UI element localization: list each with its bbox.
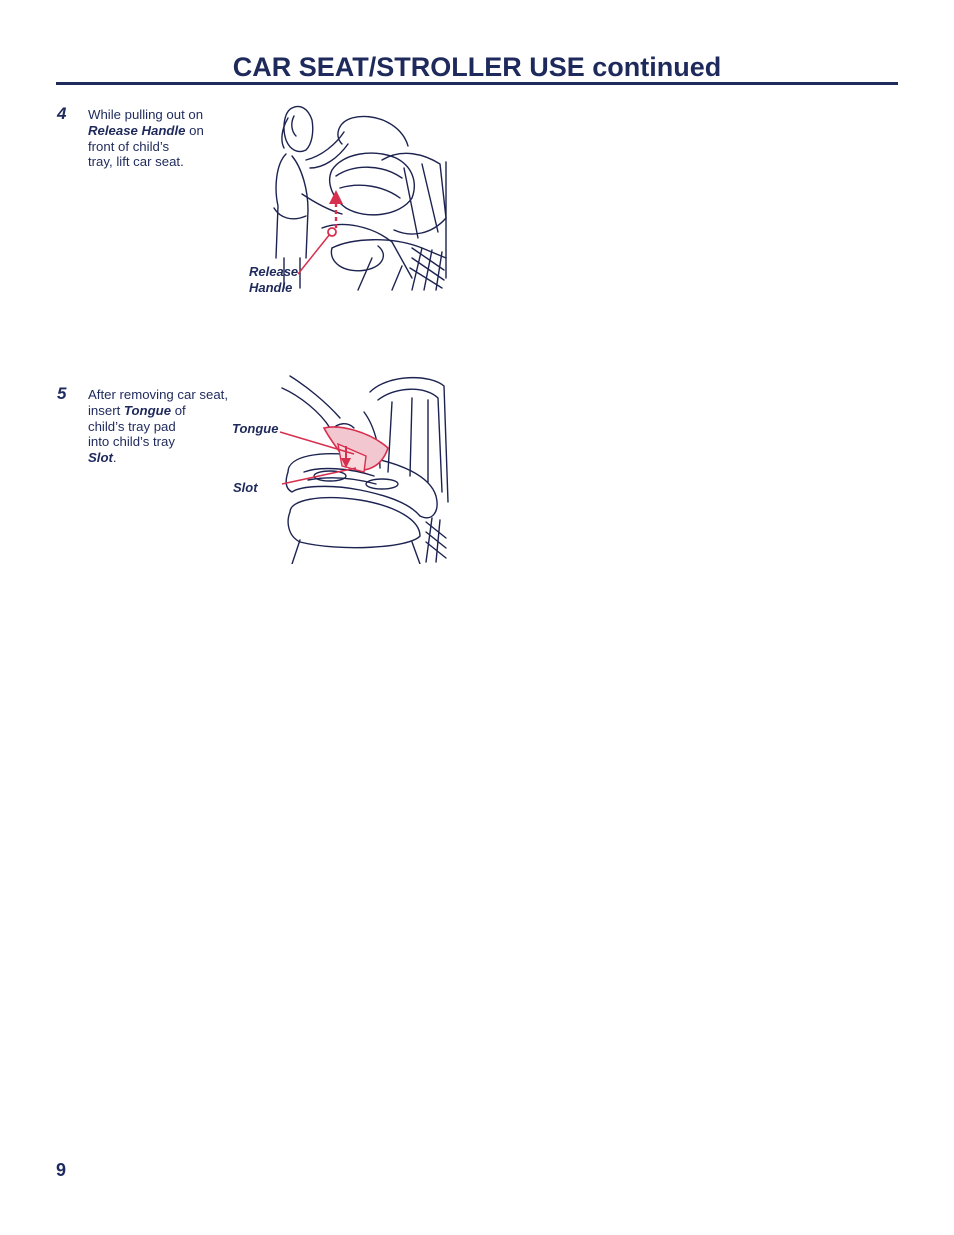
release-handle-callout-line-1: Release <box>249 264 299 279</box>
tongue-term: Tongue <box>123 402 172 418</box>
page-title: CAR SEAT/STROLLER USE continued <box>232 52 722 82</box>
slot-term: Slot <box>88 450 113 466</box>
step-5-line-1: After removing car seat, <box>88 387 228 402</box>
step-4-number: 4 <box>57 104 67 123</box>
tongue-callout: Tongue <box>232 421 279 436</box>
release-handle-callout-line-2: Handle <box>249 280 293 295</box>
release-handle-callout: Release Handle <box>249 264 298 296</box>
lift-car-seat-illustration <box>273 105 447 291</box>
insert-tongue-illustration <box>281 375 449 564</box>
step-5-line-5-post: . <box>112 450 117 466</box>
step-5-line-5: Slot. <box>88 450 248 466</box>
tongue-slot-leader-lines <box>279 431 357 485</box>
step-5-line-2: insert Tongue of <box>88 403 248 419</box>
release-handle-leader-line <box>297 233 331 275</box>
page-number: 9 <box>56 1160 67 1180</box>
step-5-line-3: child’s tray pad <box>88 418 176 434</box>
step-5-number: 5 <box>57 384 67 403</box>
step-5-line-2-pre: insert <box>88 402 124 418</box>
step-4-line-2-rest: on <box>185 122 204 138</box>
step-5-text: After removing car seat, insert Tongue o… <box>88 387 248 466</box>
step-4-text: While pulling out on Release Handle on f… <box>88 107 238 170</box>
release-handle-term: Release Handle <box>88 122 186 138</box>
title-rule <box>56 82 898 85</box>
step-4-line-2: Release Handle on <box>88 123 238 139</box>
step-5-line-2-post: of <box>171 402 186 418</box>
step-4-line-3: front of child’s <box>88 138 170 154</box>
step-4-line-1: While pulling out on <box>88 107 204 122</box>
step-5-line-4: into child’s tray <box>88 434 175 450</box>
slot-callout: Slot <box>233 480 258 495</box>
step-4-line-4: tray, lift car seat. <box>88 154 184 170</box>
